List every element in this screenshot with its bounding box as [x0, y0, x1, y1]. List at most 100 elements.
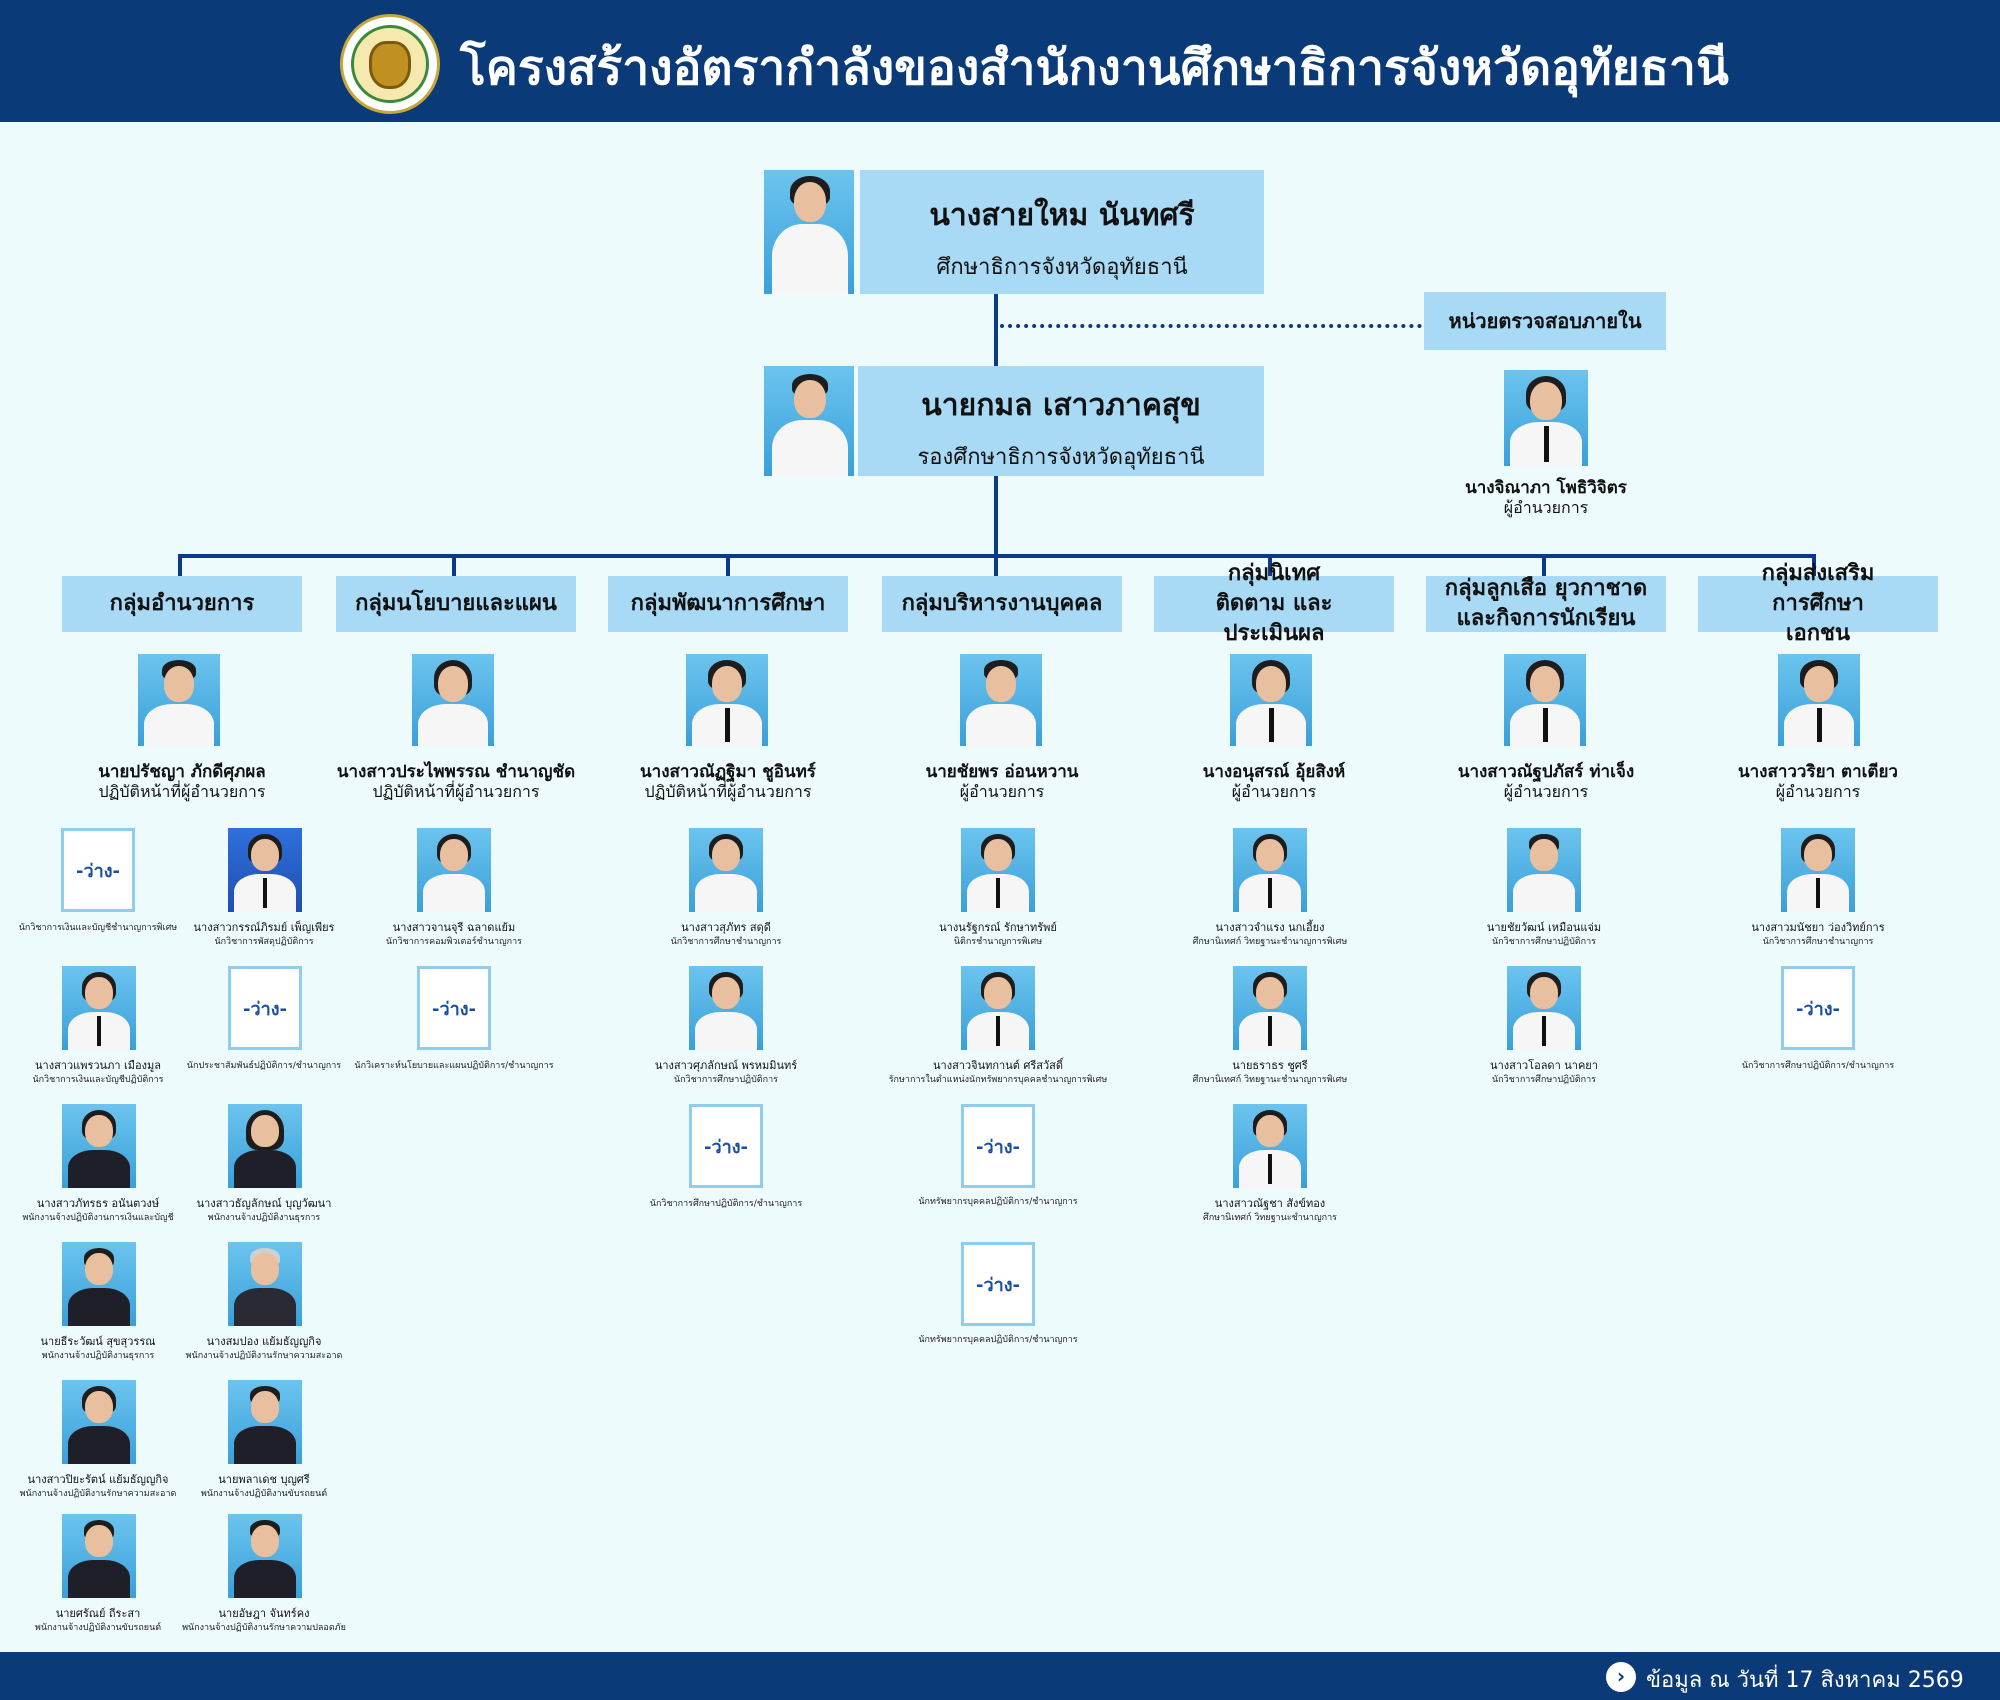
connector-audit-dotted [1000, 324, 1422, 328]
group-head-photo [1230, 654, 1312, 746]
staff-name: นางสาวจานจุรี ฉลาดแย้ม [392, 921, 516, 934]
staff-name: นางสาวจินทกานต์ ศรีสวัสดิ์ [933, 1059, 1063, 1072]
staff-position: นักวิชาการศึกษาปฏิบัติการ [1492, 1075, 1596, 1085]
staff-position: นักวิชาการศึกษาปฏิบัติการ/ชำนาญการ [649, 1199, 803, 1209]
staff-photo [62, 1242, 136, 1326]
staff-photo [62, 1514, 136, 1598]
staff-position: พนักงานจ้างปฏิบัติงานขับรถยนต์ [200, 1489, 328, 1499]
staff-name: นางสาวปิยะรัตน์ แย้มธัญญกิจ [27, 1473, 169, 1486]
group-head-name: นางสาวประไพพรรณ ชำนาญชัด [336, 762, 576, 782]
group-head-position: ผู้อำนวยการ [1503, 782, 1589, 801]
staff-name: นางสมปอง แย้มธัญญกิจ [206, 1335, 322, 1348]
vacant-box: -ว่าง- [961, 1242, 1035, 1326]
group-head-position: ปฏิบัติหน้าที่ผู้อำนวยการ [644, 782, 812, 801]
group-head-photo [138, 654, 220, 746]
connector-group-3 [726, 554, 730, 576]
staff-position: นักวิชาการเงินและบัญชีปฏิบัติการ [32, 1075, 164, 1085]
deputy-position: รองศึกษาธิการจังหวัดอุทัยธานี [917, 445, 1205, 470]
staff-photo [1781, 828, 1855, 912]
group-box-personnel: กลุ่มบริหารงานบุคคล [882, 576, 1122, 632]
staff-position: นักประชาสัมพันธ์ปฏิบัติการ/ชำนาญการ [186, 1061, 342, 1071]
staff-name: นางสาวกรรณ์ภิรมย์ เพ็ญเพียร [193, 921, 335, 934]
vacant-box: -ว่าง- [1781, 966, 1855, 1050]
group-head-position: ผู้อำนวยการ [959, 782, 1045, 801]
staff-photo [228, 1104, 302, 1188]
staff-position: นักวิเคราะห์นโยบายและแผนปฏิบัติการ/ชำนาญ… [354, 1061, 554, 1071]
staff-photo [228, 1514, 302, 1598]
staff-photo [62, 1104, 136, 1188]
staff-photo [961, 828, 1035, 912]
staff-name: นางสาวมนัชยา ว่องวิทย์การ [1751, 921, 1885, 934]
director-position: ศึกษาธิการจังหวัดอุทัยธานี [936, 255, 1188, 280]
staff-position: นักทรัพยากรบุคคลปฏิบัติการ/ชำนาญการ [918, 1335, 1078, 1345]
group-head-position: ปฏิบัติหน้าที่ผู้อำนวยการ [372, 782, 540, 801]
staff-position: นักวิชาการศึกษาปฏิบัติการ/ชำนาญการ [1741, 1061, 1895, 1071]
staff-position: ศึกษานิเทศก์ วิทยฐานะชำนาญการพิเศษ [1192, 937, 1348, 947]
staff-name: นายธราธร ชูศรี [1232, 1059, 1308, 1072]
group-head-name: นางสาวณัฐปภัสร์ ท่าเจ็ง [1457, 762, 1635, 782]
staff-position: นักวิชาการคอมพิวเตอร์ชำนาญการ [385, 937, 523, 947]
staff-position: พนักงานจ้างปฏิบัติงานรักษาความสะอาด [19, 1489, 177, 1499]
vacant-box: -ว่าง- [417, 966, 491, 1050]
group-box-supervision: กลุ่มนิเทศ ติดตาม และประเมินผล [1154, 561, 1394, 646]
staff-position: พนักงานจ้างปฏิบัติงานธุรการ [207, 1213, 321, 1223]
audit-director-name: นางจิณาภา โพธิวิจิตร [1465, 478, 1627, 498]
staff-photo [417, 828, 491, 912]
staff-position: พนักงานจ้างปฏิบัติงานรักษาความปลอดภัย [182, 1623, 346, 1633]
staff-position: นิติกรชำนาญการพิเศษ [953, 937, 1043, 947]
group-head-photo [412, 654, 494, 746]
staff-photo [1507, 966, 1581, 1050]
director-photo [764, 170, 854, 294]
group-head-photo [1504, 654, 1586, 746]
header-bar: โครงสร้างอัตรากำลังของสำนักงานศึกษาธิการ… [0, 0, 2000, 122]
staff-photo [62, 966, 136, 1050]
group-box-scouts-students: กลุ่มลูกเสือ ยุวกาชาด และกิจการนักเรียน [1426, 576, 1666, 632]
group-head-name: นางอนุสรณ์ อุ้ยสิงห์ [1202, 762, 1346, 782]
group-head-position: ปฏิบัติหน้าที่ผู้อำนวยการ [98, 782, 266, 801]
vacant-box: -ว่าง- [689, 1104, 763, 1188]
staff-name: นายพลาเดช บุญศรี [218, 1473, 310, 1486]
vacant-box: -ว่าง- [61, 828, 135, 912]
group-head-name: นายปรัชญา ภักดีศุภผล [98, 762, 266, 782]
staff-position: ศึกษานิเทศก์ วิทยฐานะชำนาญการ [1203, 1213, 1337, 1223]
staff-photo [228, 1242, 302, 1326]
connector-group-7 [1812, 554, 1816, 576]
staff-photo [1233, 828, 1307, 912]
staff-position: นักวิชาการศึกษาชำนาญการ [1762, 937, 1874, 947]
connector-deputy-groups [994, 476, 998, 556]
staff-photo [689, 828, 763, 912]
deputy-box: นายกมล เสาวภาคสุข รองศึกษาธิการจังหวัดอุ… [858, 366, 1264, 476]
staff-position: ศึกษานิเทศก์ วิทยฐานะชำนาญการพิเศษ [1192, 1075, 1348, 1085]
group-head-name: นางสาวณัฏฐิมา ชูอินทร์ [640, 762, 816, 782]
staff-name: นางสาวธัญลักษณ์ บุญวัฒนา [196, 1197, 332, 1210]
group-box-education-development: กลุ่มพัฒนาการศึกษา [608, 576, 848, 632]
deputy-name: นายกมล เสาวภาคสุข [921, 388, 1201, 423]
audit-director-position: ผู้อำนวยการ [1503, 498, 1589, 517]
group-head-position: ผู้อำนวยการ [1775, 782, 1861, 801]
audit-director-photo [1504, 370, 1588, 466]
staff-position: พนักงานจ้างปฏิบัติงานธุรการ [41, 1351, 155, 1361]
footer-bar: › ข้อมูล ณ วันที่ 17 สิงหาคม 2569 [0, 1652, 2000, 1700]
staff-position: พนักงานจ้างปฏิบัติงานการเงินและบัญชี [22, 1213, 174, 1223]
staff-photo [1507, 828, 1581, 912]
staff-name: นายชัยวัฒน์ เหมือนแจ่ม [1486, 921, 1602, 934]
staff-name: นางสาวศุภลักษณ์ พรหมมินทร์ [654, 1059, 798, 1072]
staff-position: รักษาการในตำแหน่งนักทรัพยากรบุคคลชำนาญกา… [888, 1075, 1108, 1085]
staff-position: พนักงานจ้างปฏิบัติงานขับรถยนต์ [34, 1623, 162, 1633]
staff-position: นักวิชาการเงินและบัญชีชำนาญการพิเศษ [18, 923, 178, 933]
staff-position: นักวิชาการศึกษาปฏิบัติการ [674, 1075, 778, 1085]
connector-director-deputy [994, 294, 998, 366]
page-title: โครงสร้างอัตรากำลังของสำนักงานศึกษาธิการ… [460, 40, 1729, 96]
staff-position: นักทรัพยากรบุคคลปฏิบัติการ/ชำนาญการ [918, 1197, 1078, 1207]
staff-position: นักวิชาการพัสดุปฏิบัติการ [214, 937, 314, 947]
staff-photo [1233, 966, 1307, 1050]
staff-photo [228, 828, 302, 912]
staff-name: นางสาวจำแรง นกเอี้ยง [1215, 921, 1325, 934]
group-box-administration: กลุ่มอำนวยการ [62, 576, 302, 632]
staff-name: นางสาวสุภัทร สดุดี [681, 921, 771, 934]
director-box: นางสายใหม นันทศรี ศึกษาธิการจังหวัดอุทัย… [860, 170, 1264, 294]
staff-name: นางนรัฐกรณ์ รักษาทรัพย์ [939, 921, 1057, 934]
staff-photo [228, 1380, 302, 1464]
vacant-box: -ว่าง- [228, 966, 302, 1050]
staff-name: นางสาวแพรวนภา เมืองมูล [35, 1059, 161, 1072]
